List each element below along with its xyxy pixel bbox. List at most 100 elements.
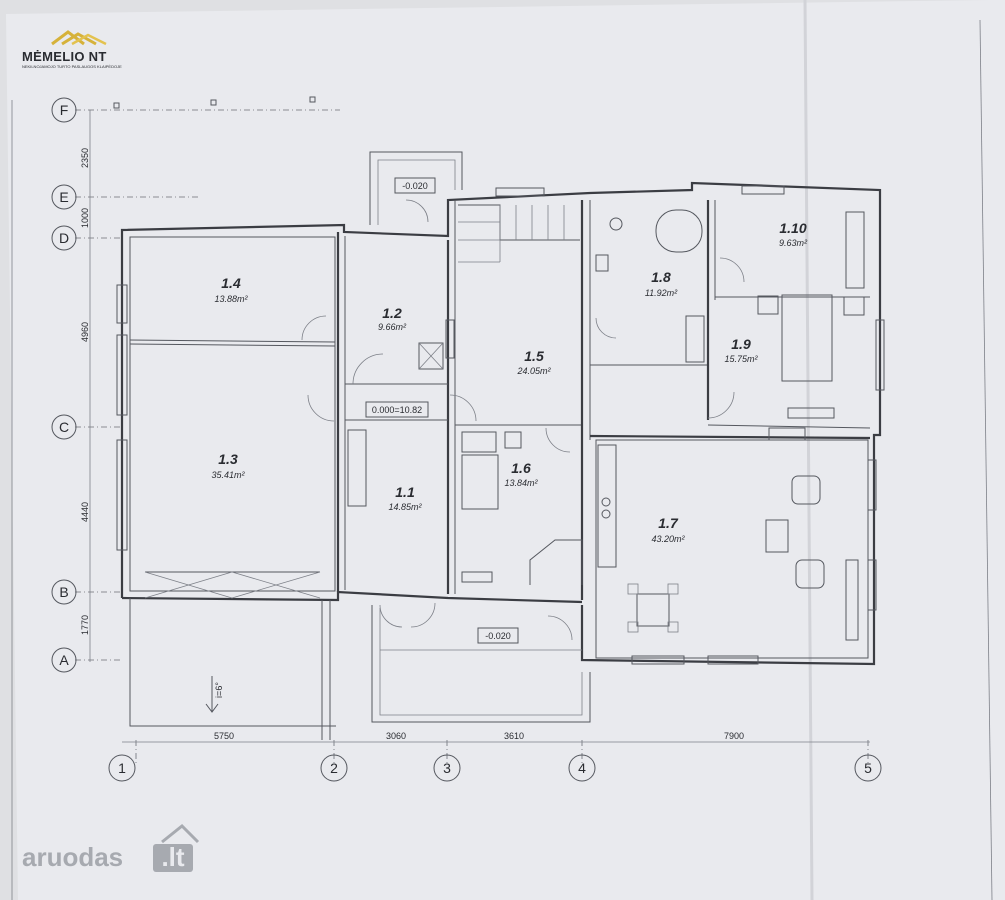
svg-text:1.6: 1.6 — [511, 460, 531, 476]
room-labels: 1.114.85m² 1.29.66m² 1.335.41m² 1.413.88… — [211, 220, 808, 544]
room-1-8: 1.8 11.92m² — [645, 269, 678, 298]
windows — [116, 185, 885, 665]
svg-text:1.7: 1.7 — [658, 515, 679, 531]
svg-text:13.88m²: 13.88m² — [214, 294, 248, 304]
axis-marker-3: 3 — [433, 754, 461, 782]
svg-text:15.75m²: 15.75m² — [724, 354, 758, 364]
dimension-label: 3610 — [504, 731, 524, 741]
slope-marker: i=6° — [205, 676, 224, 713]
room-1-6: 1.6 13.84m² — [504, 460, 538, 488]
sofa-icon — [845, 559, 859, 641]
svg-text:3: 3 — [443, 760, 451, 776]
nightstand-icon — [757, 295, 779, 315]
vertical-dimensions: 2350 1000 4960 4440 1770 — [80, 148, 90, 635]
dimension-label: 1770 — [80, 615, 90, 635]
svg-text:5: 5 — [864, 760, 872, 776]
desk-icon — [529, 539, 583, 585]
svg-text:B: B — [59, 584, 68, 600]
svg-text:F: F — [60, 102, 69, 118]
wardrobe-icon — [845, 211, 865, 289]
svg-text:1.8: 1.8 — [651, 269, 671, 285]
axis-marker-2: 2 — [320, 754, 348, 782]
svg-text:43.20m²: 43.20m² — [651, 534, 685, 544]
room-1-5: 1.5 24.05m² — [516, 348, 551, 376]
axis-marker-1: 1 — [108, 754, 136, 782]
svg-text:14.85m²: 14.85m² — [388, 502, 422, 512]
room-1-10: 1.10 9.63m² — [779, 220, 808, 248]
svg-text:9.63m²: 9.63m² — [779, 238, 808, 248]
watermark-suffix: .lt — [161, 842, 184, 872]
bed-icon — [461, 454, 499, 510]
svg-text:11.92m²: 11.92m² — [645, 288, 678, 298]
watermark-text: aruodas — [22, 842, 123, 872]
sink-icon — [595, 254, 609, 272]
svg-text:1.10: 1.10 — [779, 220, 806, 236]
svg-text:1.2: 1.2 — [382, 305, 402, 321]
toilet-icon — [504, 431, 522, 449]
svg-text:24.05m²: 24.05m² — [516, 366, 551, 376]
axis-marker-4: 4 — [568, 754, 596, 782]
row-axis-markers: F E D C B A — [51, 97, 77, 673]
level-box — [365, 401, 429, 418]
axis-marker-C: C — [51, 414, 77, 440]
svg-text:1.3: 1.3 — [218, 451, 238, 467]
watermark: aruodas .lt — [22, 823, 200, 872]
shelf-icon — [461, 571, 493, 583]
svg-text:1.1: 1.1 — [395, 484, 415, 500]
dimension-label: 7900 — [724, 731, 744, 741]
svg-text:2: 2 — [330, 760, 338, 776]
nightstand-icon — [843, 296, 865, 316]
dimension-label: 5750 — [214, 731, 234, 741]
dimension-label: 4960 — [80, 322, 90, 342]
room-1-9: 1.915.75m² — [724, 336, 758, 364]
paper-sheet — [6, 0, 1005, 900]
wardrobe-icon — [347, 429, 367, 507]
bathtub-icon — [655, 209, 703, 253]
roof-logo-icon — [51, 30, 107, 46]
svg-text:1.5: 1.5 — [524, 348, 544, 364]
level-box — [394, 177, 436, 194]
watermark-badge — [153, 844, 193, 872]
horizontal-dimensions: 5750 3060 3610 7900 — [214, 731, 744, 741]
svg-text:E: E — [59, 189, 68, 205]
walls — [120, 151, 882, 740]
axis-marker-5: 5 — [854, 754, 882, 782]
axis-marker-A: A — [51, 647, 77, 673]
armchair-icon — [791, 475, 821, 505]
slope-label: i=6° — [214, 682, 224, 698]
axis-marker-B: B — [51, 579, 77, 605]
svg-text:9.66m²: 9.66m² — [378, 322, 407, 332]
svg-text:A: A — [59, 652, 69, 668]
staircase — [458, 204, 580, 263]
wardrobe-icon — [787, 407, 835, 419]
room-1-2: 1.29.66m² — [378, 305, 407, 332]
kitchen-counter-icon — [597, 444, 617, 568]
fireplace-icon — [768, 427, 806, 441]
room-1-1: 1.1 14.85m² — [388, 484, 422, 512]
level-porch-bottom: -0.020 — [485, 631, 511, 641]
svg-text:D: D — [59, 230, 69, 246]
room-1-3: 1.335.41m² — [211, 451, 245, 480]
shower-icon — [685, 315, 705, 363]
toilet-icon — [609, 217, 623, 231]
column-axis-markers: 1 2 3 4 5 — [108, 754, 882, 782]
svg-text:C: C — [59, 419, 69, 435]
axis-marker-D: D — [51, 225, 77, 251]
level-porch-top: -0.020 — [402, 181, 428, 191]
svg-text:13.84m²: 13.84m² — [504, 478, 538, 488]
dimension-label: 2350 — [80, 148, 90, 168]
room-1-7: 1.7 43.20m² — [651, 515, 685, 544]
level-entrance: 0.000=10.82 — [372, 405, 422, 415]
armchair-icon — [795, 559, 825, 589]
dimension-label: 4440 — [80, 502, 90, 522]
house-icon — [161, 823, 200, 844]
coffee-table-icon — [765, 519, 789, 553]
dimension-label: 1000 — [80, 208, 90, 228]
axis-marker-F: F — [51, 97, 77, 123]
dining-table-icon — [636, 593, 670, 627]
svg-text:4: 4 — [578, 760, 586, 776]
furniture — [347, 209, 865, 641]
bed-icon — [781, 294, 833, 382]
sink-icon — [461, 431, 497, 453]
